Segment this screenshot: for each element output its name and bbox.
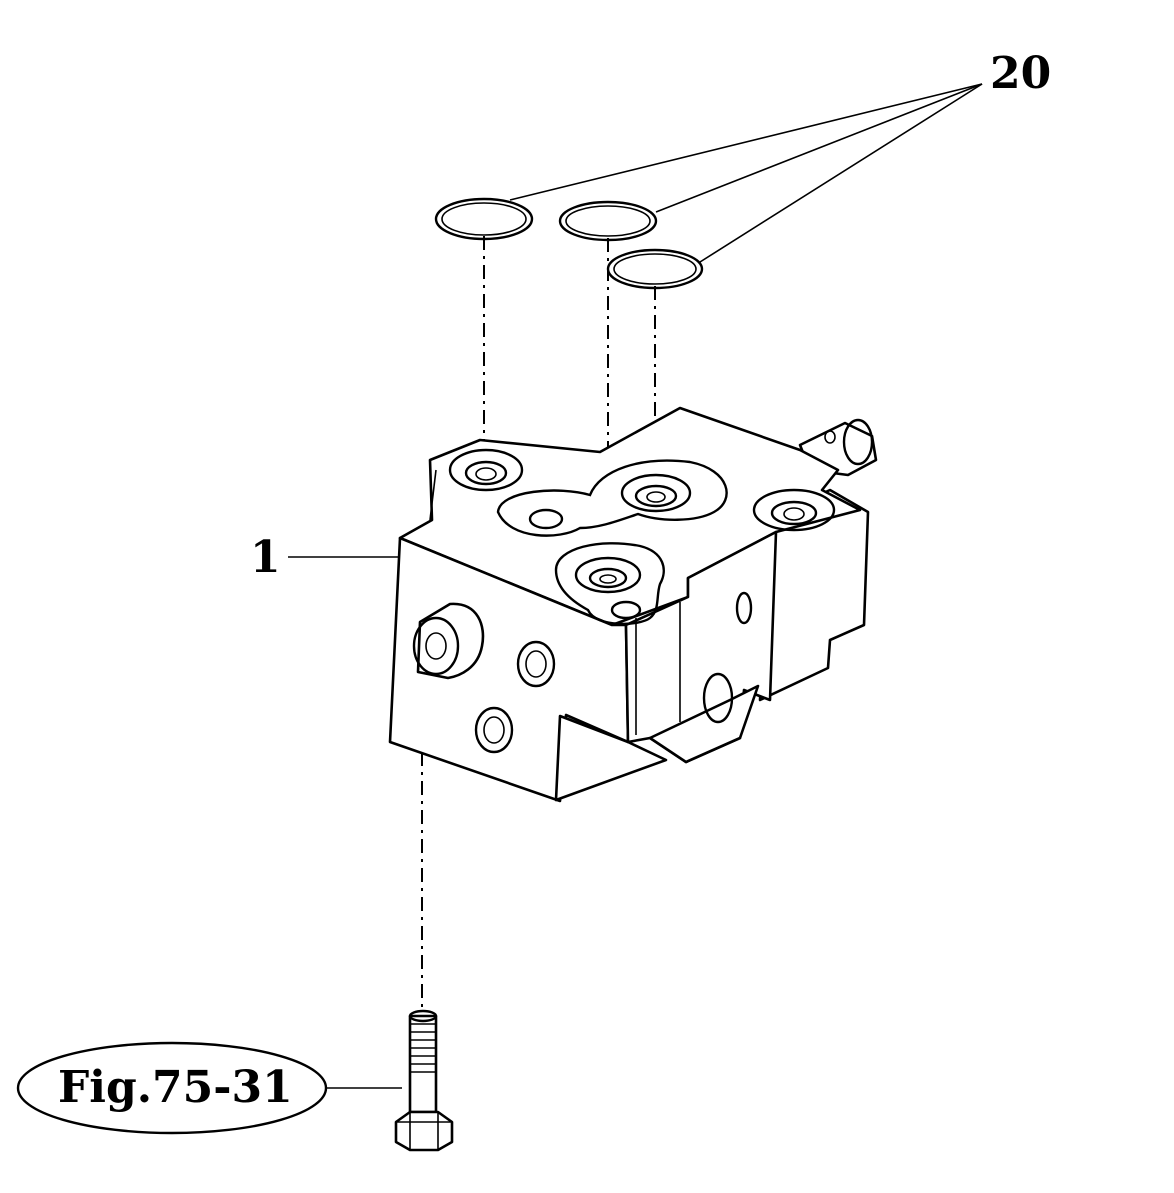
callout-part-20: 20 bbox=[990, 48, 1052, 99]
o-ring-left bbox=[434, 197, 534, 241]
o-ring-middle bbox=[558, 200, 658, 242]
front-plug-small-lower bbox=[474, 706, 514, 754]
front-plug-large bbox=[412, 602, 485, 680]
callout-part-1: 1 bbox=[250, 532, 281, 583]
figure-reference-label[interactable]: Fig.75-31 bbox=[58, 1062, 293, 1113]
valve-body bbox=[388, 406, 878, 803]
leader-lines-20 bbox=[509, 83, 983, 263]
bolt bbox=[394, 1009, 454, 1152]
o-ring-right bbox=[606, 248, 704, 290]
front-plug-small-upper bbox=[516, 640, 556, 688]
center-lines bbox=[421, 236, 656, 1012]
